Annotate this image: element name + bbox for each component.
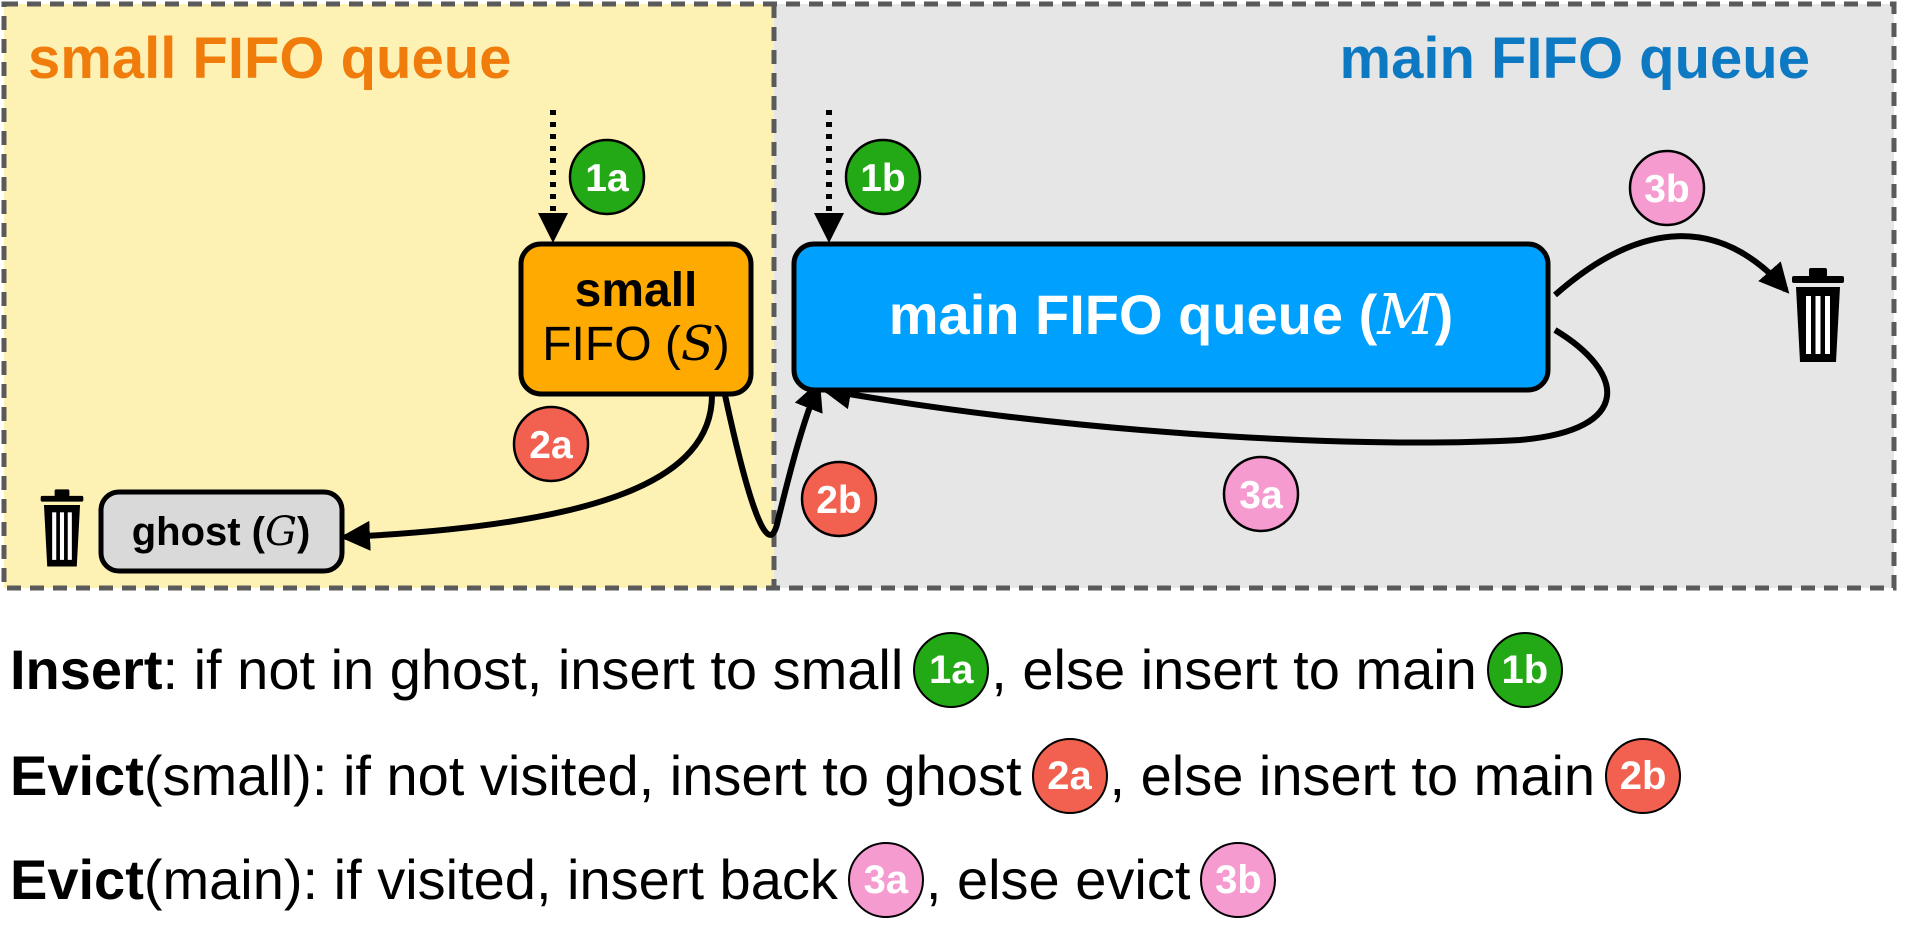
legend-badge-2a: 2a	[1031, 738, 1108, 814]
svg-text:3b: 3b	[1644, 168, 1690, 211]
badge-2a: 2a	[512, 405, 590, 483]
legend-evict-main-text-1: (main): if visited, insert back	[143, 848, 838, 911]
svg-text:2b: 2b	[816, 479, 862, 522]
evict-to-ghost-arrow	[340, 394, 715, 551]
badge-3a: 3a	[1222, 455, 1300, 533]
legend-badge-1a: 1a	[913, 632, 990, 708]
legend-insert-text-1: : if not in ghost, insert to small	[162, 638, 904, 701]
svg-text:1b: 1b	[860, 157, 906, 200]
ghost-label: ghost (G)	[132, 509, 311, 555]
badge-1a: 1a	[568, 138, 646, 216]
legend-insert: Insert : if not in ghost, insert to smal…	[10, 632, 1565, 708]
legend-badge-2b: 2b	[1605, 738, 1682, 814]
svg-text:1a: 1a	[585, 157, 629, 200]
outer-border	[1, 1, 1897, 591]
main-region-title: main FIFO queue	[1340, 26, 1811, 91]
small-region-title: small FIFO queue	[28, 26, 511, 91]
legend-badge-1b: 1b	[1486, 632, 1563, 708]
trash-icon	[1792, 268, 1844, 362]
small-fifo-box	[518, 241, 754, 397]
trash-icon	[40, 489, 84, 567]
badge-2b: 2b	[800, 460, 878, 538]
legend-insert-text-2: , else insert to main	[991, 638, 1477, 701]
legend-evict-main-text-2: , else evict	[925, 848, 1191, 911]
legend-badge-3a: 3a	[847, 842, 924, 918]
evict-main-arrow	[1553, 233, 1790, 298]
small-to-main-arrow	[722, 380, 823, 538]
legend-evict-small-text-2: , else insert to main	[1109, 744, 1596, 807]
legend-insert-keyword: Insert	[10, 638, 163, 701]
legend-evict-small-text-1: (small): if not visited, insert to ghost	[143, 744, 1022, 807]
legend-badge-3b: 3b	[1200, 842, 1277, 918]
legend-evict-main: Evict (main): if visited, insert back 3a…	[10, 842, 1278, 918]
legend-evict-small-keyword: Evict	[10, 744, 144, 807]
ghost-box	[98, 489, 345, 574]
svg-text:2a: 2a	[529, 424, 573, 467]
small-fifo-label-1: small	[575, 264, 698, 317]
legend-evict-main-keyword: Evict	[10, 848, 144, 911]
badge-3b: 3b	[1628, 149, 1706, 227]
reinsert-main-arrow	[821, 327, 1610, 446]
badge-1b: 1b	[844, 138, 922, 216]
main-fifo-box	[791, 241, 1551, 393]
legend-evict-small: Evict (small): if not visited, insert to…	[10, 738, 1683, 814]
svg-text:3a: 3a	[1239, 474, 1283, 517]
main-fifo-label: main FIFO queue (M)	[889, 283, 1453, 348]
small-fifo-label-2: FIFO (S)	[542, 316, 730, 372]
